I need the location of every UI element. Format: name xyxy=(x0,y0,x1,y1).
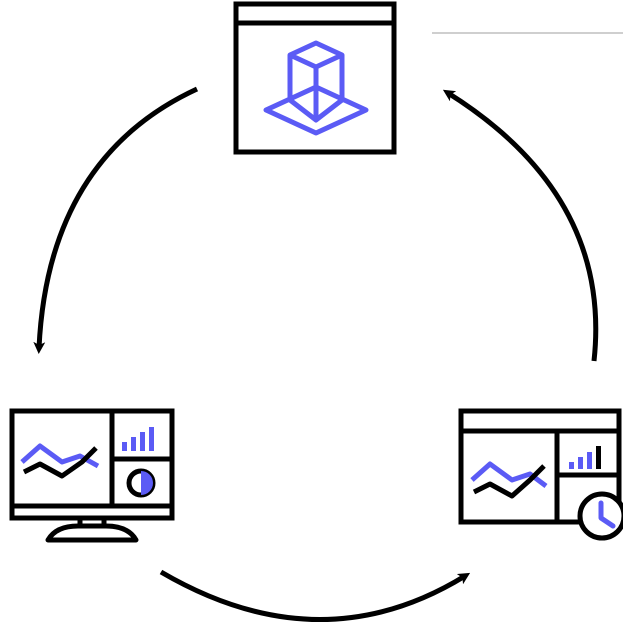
line-chart-icon-dark xyxy=(22,446,98,479)
pie-chart-icon xyxy=(126,468,156,498)
scheduled-dashboard-node xyxy=(458,408,623,541)
model-window-node xyxy=(233,1,397,155)
clock-icon xyxy=(577,491,623,541)
monitor-base xyxy=(45,523,139,543)
arrow-analytics-to-dashboard xyxy=(159,569,471,622)
dashboard-line-chart-icon-dark xyxy=(472,464,546,499)
3d-cube-icon xyxy=(263,40,369,136)
dashboard-bar-chart-icon xyxy=(569,446,601,469)
analytics-desktop-node xyxy=(9,408,175,543)
arrow-dashboard-to-model xyxy=(442,89,599,362)
arrow-model-to-analytics xyxy=(33,86,199,354)
bar-chart-icon xyxy=(122,427,154,451)
